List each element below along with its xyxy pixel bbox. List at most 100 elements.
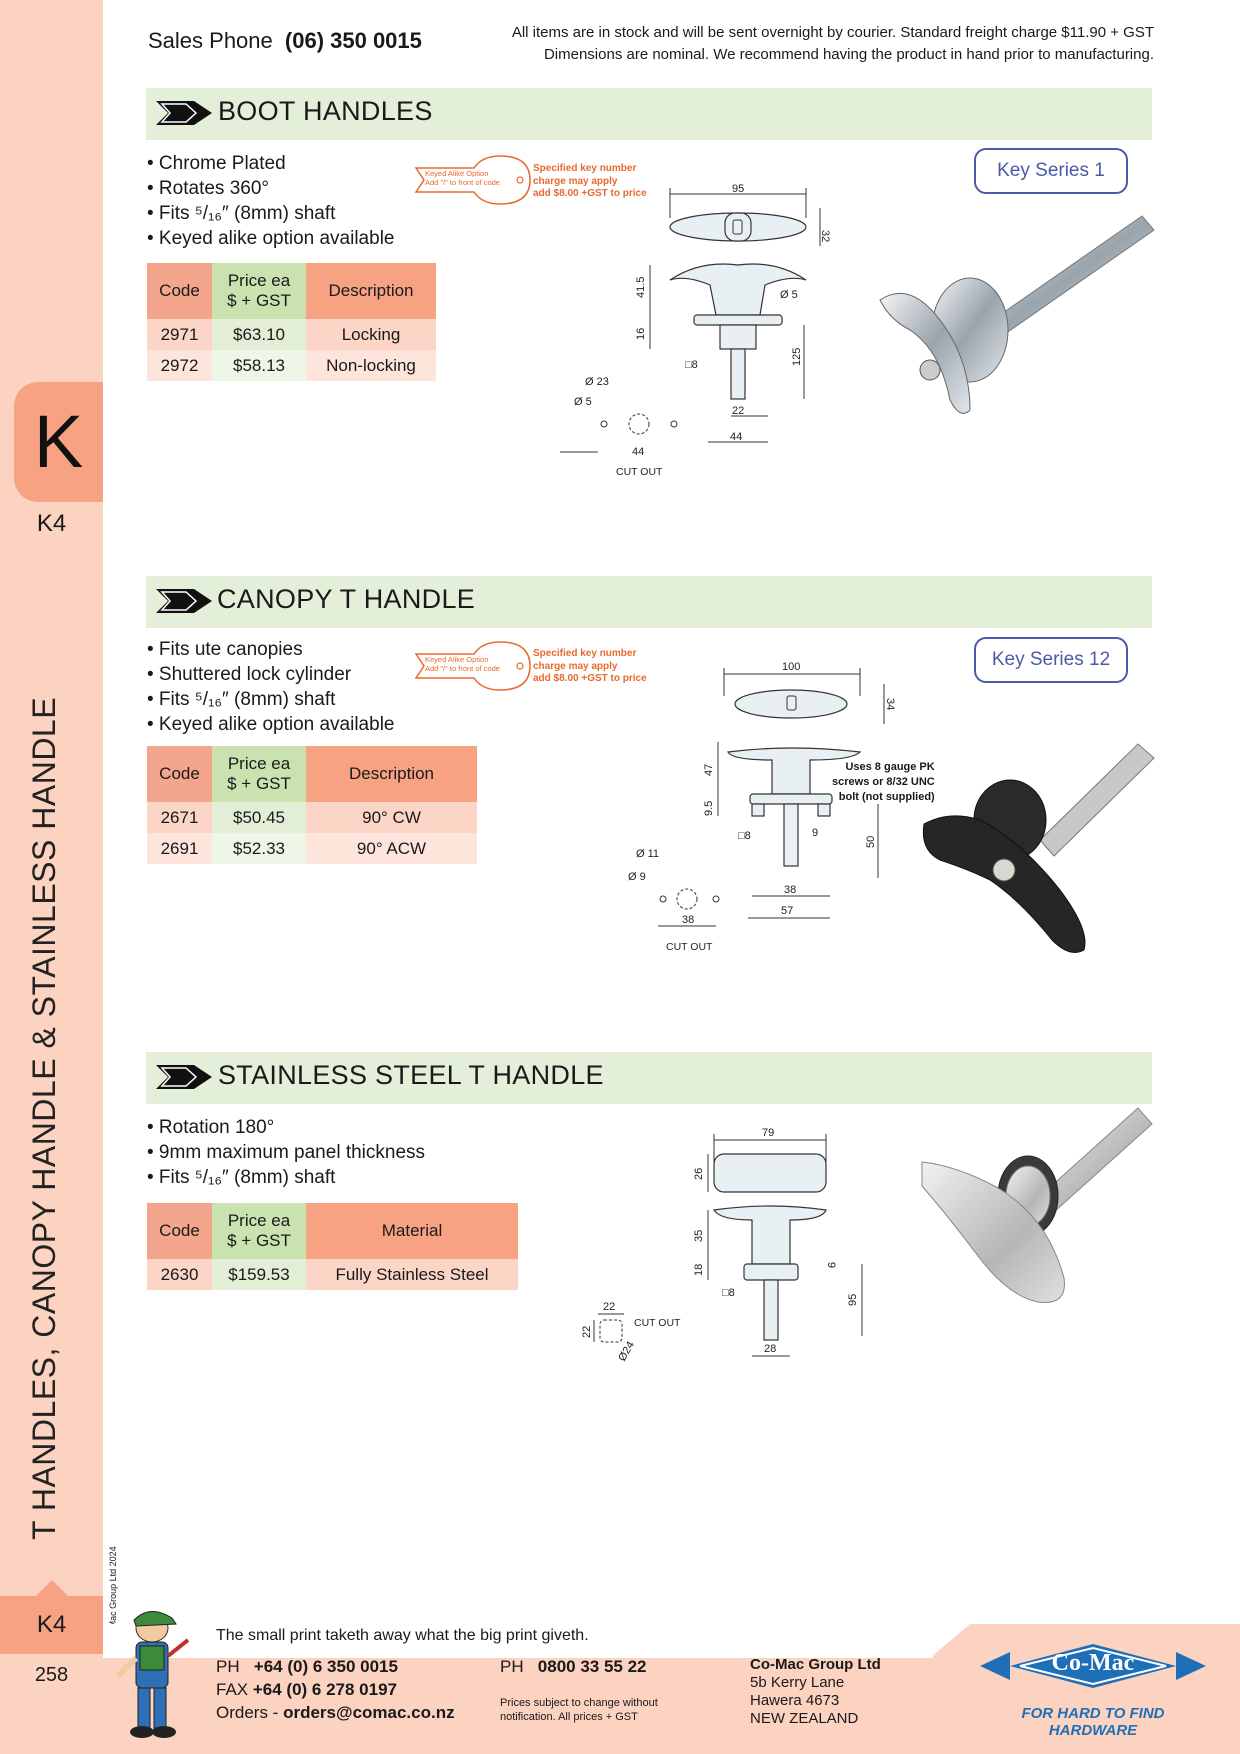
dim-label: 38	[784, 884, 796, 896]
phone-label: PH	[216, 1657, 240, 1676]
feature-item: • 9mm maximum panel thickness	[147, 1142, 426, 1163]
feature-item: • Fits ⁵/₁₆″ (8mm) shaft	[147, 203, 336, 224]
fax-number: +64 (0) 6 278 0197	[252, 1680, 398, 1699]
boot-handle-dimension-drawing: 95 32 41.5 Ø 5 16 125 □8 Ø 23 Ø 5 22 44 …	[560, 183, 830, 478]
dim-label: Ø 23	[585, 376, 609, 388]
dim-label: 9	[825, 1262, 837, 1268]
arrow-icon	[156, 101, 212, 125]
price-table: Code Price ea$ + GST Description 2671 $5…	[147, 746, 477, 864]
screw-note: Uses 8 gauge PK screws or 8/32 UNC bolt …	[832, 760, 935, 805]
key-series-button[interactable]: Key Series 12	[974, 637, 1128, 683]
sales-phone: Sales Phone (06) 350 0015	[148, 28, 422, 54]
sales-label: Sales Phone	[148, 28, 273, 53]
footer-tagline: The small print taketh away what the big…	[216, 1627, 589, 1644]
keyed-alike-note: Specified key number charge may apply ad…	[533, 648, 647, 686]
keyed-note-line: Specified key number	[533, 648, 637, 659]
cell-description: 90° ACW	[306, 833, 477, 864]
section-tab-k[interactable]: K	[14, 382, 103, 502]
header-price-line: Price ea	[227, 754, 291, 773]
feature-item: • Shuttered lock cylinder	[147, 664, 352, 685]
header-price: Price ea$ + GST	[212, 1203, 306, 1259]
keyed-tag-line: Keyed Alike Option	[425, 169, 489, 178]
comac-logo	[980, 1644, 1206, 1688]
key-series-button[interactable]: Key Series 1	[974, 148, 1128, 194]
dim-label: □8	[738, 830, 751, 842]
dim-label: Ø24	[616, 1339, 637, 1363]
footer-freephone: PH 0800 33 55 22	[500, 1657, 647, 1677]
section-bar-canopy-t-handle	[146, 576, 1152, 628]
dim-label: 125	[791, 348, 803, 366]
prices-note-line: Prices subject to change without	[500, 1697, 658, 1709]
dim-label: 44	[632, 446, 644, 458]
dim-label: 44	[730, 431, 742, 443]
dim-label: 38	[682, 914, 694, 926]
orders-email[interactable]: orders@comac.co.nz	[283, 1703, 455, 1722]
logo-tagline: FOR HARD TO FIND HARDWARE	[1021, 1705, 1165, 1739]
feature-item: • Keyed alike option available	[147, 228, 395, 249]
dim-label: CUT OUT	[666, 941, 713, 953]
header-code: Code	[147, 746, 212, 802]
fax-label: FAX	[216, 1680, 249, 1699]
header-price: Price ea$ + GST	[212, 263, 306, 319]
company-name: Co-Mac Group Ltd	[750, 1656, 881, 1673]
freephone-number: 0800 33 55 22	[537, 1657, 647, 1676]
header-price: Price ea$ + GST	[212, 746, 306, 802]
dim-label: □8	[722, 1287, 735, 1299]
keyed-note-line: add $8.00 +GST to price	[533, 188, 647, 199]
dimension-labels: 100 34 47 9.5 □8 9 50 Ø 11 Ø 9 38 57 38 …	[628, 661, 896, 953]
dim-label: 22	[603, 1301, 615, 1313]
screw-note-line: Uses 8 gauge PK	[845, 761, 935, 773]
cell-code: 2971	[147, 319, 212, 350]
cell-price: $52.33	[212, 833, 306, 864]
stock-notice: All items are in stock and will be sent …	[420, 22, 1154, 66]
dim-label: 95	[847, 1294, 859, 1306]
dim-label: 9	[812, 827, 818, 839]
keyed-tag-line: Add "/" to front of code	[425, 664, 500, 673]
dim-label: Ø 9	[628, 871, 646, 883]
header-material: Material	[306, 1203, 518, 1259]
dim-label: 9.5	[703, 801, 715, 816]
footer-fax: FAX +64 (0) 6 278 0197	[216, 1680, 397, 1700]
dim-label: 79	[762, 1127, 774, 1139]
dim-label: 41.5	[635, 277, 647, 298]
dim-label: 50	[865, 836, 877, 848]
phone-label: PH	[500, 1657, 524, 1676]
cell-description: Locking	[306, 319, 436, 350]
section-title: BOOT HANDLES	[218, 96, 433, 126]
feature-item: • Keyed alike option available	[147, 714, 395, 735]
dim-label: 35	[693, 1230, 705, 1242]
dimension-labels: 95 32 41.5 Ø 5 16 125 □8 Ø 23 Ø 5 22 44 …	[574, 183, 830, 478]
keyed-note-line: charge may apply	[533, 660, 618, 672]
header-code: Code	[147, 1203, 212, 1259]
cell-price: $159.53	[212, 1259, 306, 1290]
table-row: 2971 $63.10 Locking	[147, 319, 436, 350]
dim-label: 16	[635, 328, 647, 340]
canopy-handle-dimension-drawing: 100 34 47 9.5 □8 9 50 Ø 11 Ø 9 38 57 38 …	[628, 661, 896, 953]
sales-number: (06) 350 0015	[284, 28, 422, 53]
screw-note-line: screws or 8/32 UNC	[832, 776, 935, 788]
cell-price: $58.13	[212, 350, 306, 381]
key-tag-icon	[414, 155, 531, 205]
address-line: NEW ZEALAND	[750, 1710, 859, 1727]
address-line: 5b Kerry Lane	[750, 1674, 845, 1691]
header-price-line: Price ea	[227, 1211, 291, 1230]
dim-label: 22	[732, 405, 744, 417]
keyed-note-line: charge may apply	[533, 175, 618, 187]
header-price-line: $ + GST	[227, 774, 291, 793]
footer-phone: PH +64 (0) 6 350 0015	[216, 1657, 398, 1677]
dim-label: Ø 5	[780, 289, 798, 301]
vertical-section-title: T HANDLES, CANOPY HANDLE & STAINLESS HAN…	[26, 696, 62, 1540]
stainless-handle-image	[921, 1107, 1153, 1303]
arrow-icon	[156, 589, 212, 613]
mascot-icon	[115, 1611, 190, 1738]
table-row: 2972 $58.13 Non-locking	[147, 350, 436, 381]
header-price-line: Price ea	[227, 271, 291, 290]
dim-label: CUT OUT	[634, 1317, 681, 1329]
notice-line: Dimensions are nominal. We recommend hav…	[543, 46, 1154, 63]
table-row: 2671 $50.45 90° CW	[147, 802, 477, 833]
header-price-line: $ + GST	[227, 1231, 291, 1250]
table-row: 2691 $52.33 90° ACW	[147, 833, 477, 864]
header-price-line: $ + GST	[227, 291, 291, 310]
bottom-section-code: K4	[0, 1596, 103, 1654]
dim-label: 28	[764, 1343, 776, 1355]
